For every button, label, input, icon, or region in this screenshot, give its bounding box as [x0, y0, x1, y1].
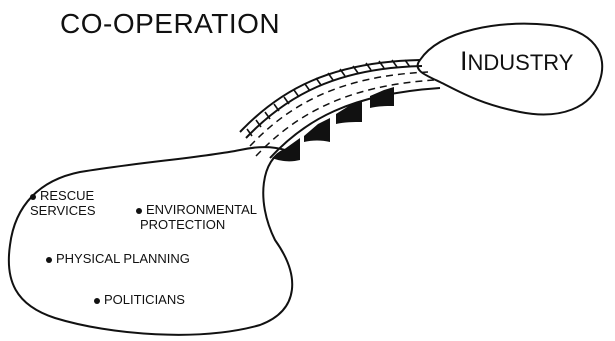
item-line: POLITICIANS [104, 292, 185, 307]
industry-label-rest: NDUSTRY [467, 50, 574, 75]
industry-blob [416, 22, 604, 116]
bullet-icon [136, 207, 142, 214]
item-line: ENVIRONMENTAL [146, 202, 257, 217]
item-rescue-services: RESCUE SERVICES [30, 188, 96, 219]
bullet-icon [30, 193, 36, 200]
industry-label-initial: I [460, 46, 468, 76]
community-blob [7, 146, 294, 336]
bullet-icon [94, 297, 100, 304]
industry-label: INDUSTRY [460, 48, 573, 75]
diagram-title: CO-OPERATION [60, 8, 281, 39]
item-line: RESCUE [40, 188, 95, 203]
item-line: PROTECTION [140, 216, 226, 232]
item-physical-planning: PHYSICAL PLANNING [46, 252, 190, 265]
item-line: PHYSICAL PLANNING [56, 251, 190, 266]
bullet-icon [46, 256, 52, 263]
item-environmental-protection: ENVIRONMENTAL PROTECTION [136, 202, 257, 233]
bridge [239, 59, 441, 162]
item-politicians: POLITICIANS [94, 293, 185, 306]
item-line: SERVICES [30, 202, 96, 218]
